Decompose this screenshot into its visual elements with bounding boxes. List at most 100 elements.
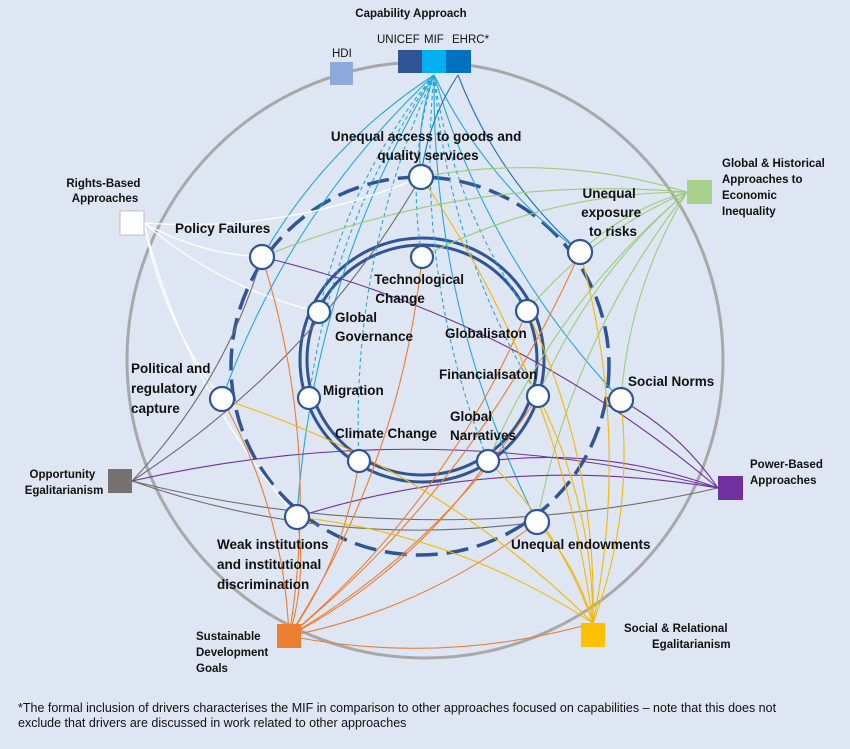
node-migration: [296, 385, 322, 411]
climate-change-label: Climate Change: [335, 426, 438, 441]
node-unequal-exposure: [566, 238, 594, 266]
link-gh-tc: [421, 191, 688, 258]
link-sdg-gl: [288, 310, 528, 637]
link-pb-gn: [487, 456, 719, 489]
link-sdg-fi: [288, 395, 539, 637]
weak-institutions-label: Weak institutions and institutional disc…: [217, 537, 332, 592]
mif-box: [422, 50, 446, 73]
sdg-label: Sustainable Development Goals: [196, 631, 271, 675]
global-historical-label: Global & Historical Approaches to Econom…: [722, 158, 828, 218]
social-norms-label: Social Norms: [628, 374, 714, 389]
opportunity-label: Opportunity Egalitarianism: [25, 469, 104, 497]
link-mif-sn: [433, 74, 622, 401]
link-rb-pc: [143, 222, 223, 400]
link-mif-en: [433, 74, 538, 523]
node-technological-change: [409, 244, 435, 270]
link-pb-sn: [620, 399, 719, 489]
link-pb-pf: [261, 256, 719, 489]
unicef-box: [398, 50, 422, 73]
link-mif-wi: [296, 74, 435, 518]
link-sr-pc: [221, 398, 594, 624]
link-gh-pf: [261, 188, 688, 258]
capability-approach-title: Capability Approach: [355, 8, 466, 20]
ehrc-label: EHRC*: [452, 34, 490, 46]
node-globalisation: [514, 298, 540, 324]
footnote: *The formal inclusion of drivers charact…: [18, 701, 777, 730]
node-financialisation: [525, 383, 551, 409]
social-relational-box: [581, 623, 605, 647]
link-op-pf: [131, 256, 263, 482]
link-mif-ue: [433, 74, 581, 253]
link-gh-ua: [420, 167, 688, 193]
hdi-box: [330, 62, 353, 85]
link-sr-gl: [526, 310, 594, 624]
link-op-ua: [131, 176, 422, 482]
link-op-pb: [131, 480, 719, 521]
link-op-en: [131, 480, 538, 531]
social-relational-label: Social & Relational Egalitarianism: [624, 623, 731, 651]
link-rb-gg: [143, 222, 320, 313]
node-unequal-endowments: [523, 508, 551, 536]
financialisation-label: Financialisaton: [439, 367, 537, 382]
link-sdg-cc: [288, 460, 360, 637]
link-sr-wi: [296, 516, 594, 624]
unicef-label: UNICEF: [377, 34, 420, 46]
mif-label: MIF: [424, 34, 444, 46]
link-gh-sn: [620, 191, 688, 401]
link-sdg-pf: [261, 256, 301, 637]
power-based-box: [718, 476, 743, 500]
link-pb-wi: [296, 474, 719, 518]
link-mif-cc: [357, 74, 435, 462]
middle-dashed-ring: [229, 175, 611, 557]
node-political-capture: [208, 385, 236, 413]
unequal-exposure-label: Unequal exposure to risks: [581, 186, 645, 239]
power-based-label: Power-Based Approaches: [750, 459, 826, 487]
globalisation-label: Globalisaton: [445, 326, 527, 341]
link-gh-ue: [579, 191, 688, 253]
link-ehrc-ue: [457, 74, 581, 253]
link-rb-ua: [143, 176, 422, 226]
link-sdg-pc: [221, 398, 290, 637]
link-sdg-tc: [288, 256, 423, 637]
link-sr-ue: [579, 251, 610, 624]
rights-based-box: [119, 210, 145, 236]
node-unequal-access: [407, 163, 435, 191]
link-sdg-gn: [288, 460, 489, 637]
technological-change-label: Technological Change: [374, 272, 468, 306]
link-sr-fi: [537, 395, 594, 624]
link-sr-sn: [592, 399, 625, 624]
node-policy-failures: [248, 243, 276, 271]
link-mif-gg: [318, 74, 435, 313]
link-gh-en: [536, 191, 688, 523]
link-gh-gl: [526, 191, 688, 312]
node-global-narratives: [475, 448, 501, 474]
link-sdg-en: [288, 521, 538, 637]
link-sr-gn: [487, 460, 594, 624]
sdg-box: [277, 624, 301, 648]
node-social-norms: [607, 386, 635, 414]
global-historical-box: [687, 180, 712, 204]
link-mif-gl: [433, 74, 528, 312]
unequal-endowments-label: Unequal endowments: [511, 537, 651, 552]
link-sdg-sr: [288, 622, 594, 649]
link-gh-gn: [487, 191, 688, 462]
policy-failures-label: Policy Failures: [175, 221, 270, 236]
opportunity-box: [108, 469, 132, 493]
ehrc-box: [446, 50, 471, 73]
link-rb-pf: [143, 222, 263, 258]
hdi-label: HDI: [332, 48, 352, 60]
node-global-governance: [306, 299, 332, 325]
rights-based-label: Rights-Based Approaches: [66, 178, 143, 205]
drivers-network-diagram: Capability Approach HDI UNICEF MIF EHRC*…: [25, 8, 828, 675]
link-mif-fi: [433, 74, 539, 397]
node-climate-change: [346, 448, 372, 474]
link-mif-mi: [308, 74, 435, 399]
link-rb-wi: [143, 222, 298, 518]
outer-driver-nodes: [208, 163, 635, 536]
link-pb-op: [131, 448, 719, 489]
migration-label: Migration: [323, 383, 384, 398]
link-mif-pc: [221, 74, 435, 400]
node-weak-institutions: [283, 503, 311, 531]
political-capture-label: Political and regulatory capture: [131, 361, 214, 416]
link-sdg-wi: [288, 516, 302, 637]
